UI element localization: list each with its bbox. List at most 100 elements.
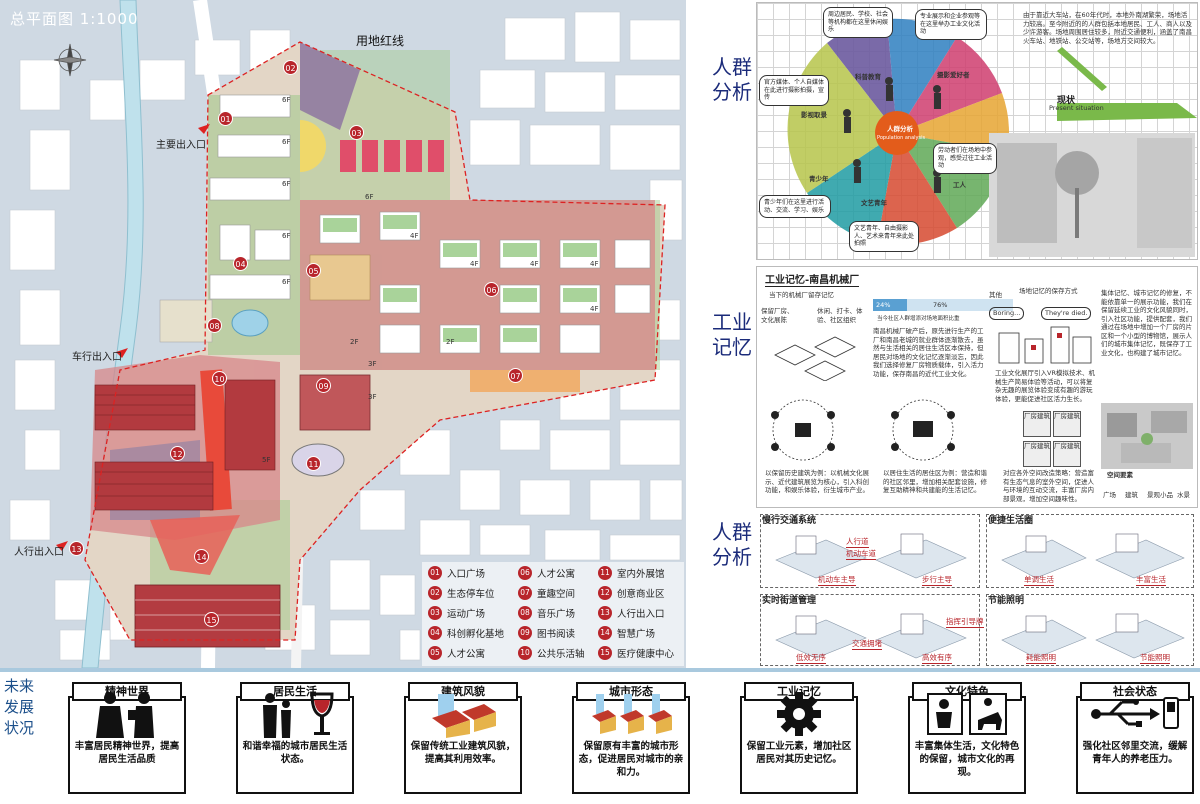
marker-14: 14 bbox=[194, 549, 209, 564]
aerial-render bbox=[1101, 403, 1193, 469]
crowd-label: 摄影爱好者 bbox=[937, 71, 970, 79]
future-card: 文化特色 丰富集体生活，文化特色的保留，城市文化的再现。 bbox=[908, 682, 1026, 794]
memory-para2: 工业文化展厅引入VR模拟技术、机械生产简易体验等活动，可以将复杂无趣的展览体验变… bbox=[995, 369, 1095, 403]
guide-sign-label: 指挥引导牌 bbox=[946, 617, 984, 628]
legend-item: 建筑 bbox=[1125, 491, 1138, 499]
future-label: 未来发展状况 bbox=[4, 677, 35, 737]
slow-traffic-label-b: 步行主导 bbox=[922, 575, 952, 586]
pedestrian-entrance-label: 人行出入口 bbox=[14, 547, 64, 558]
marker-12: 12 bbox=[170, 446, 185, 461]
card-title: 精神世界 bbox=[72, 682, 182, 701]
memory-circle2-text: 以居住生活的居住区为例：营造和谐的社区邻里，增加相关配套设施，修复互助精神和共建… bbox=[883, 469, 987, 494]
lighting-label-a: 耗能照明 bbox=[1026, 653, 1056, 664]
memory-sub2: 场地记忆的保存方式 bbox=[1019, 287, 1078, 295]
marker-10: 10 bbox=[212, 371, 227, 386]
memory-para1: 南昌机械厂破产后，原先进行生产的工厂和南昌老城的就业群体逐渐散去，虽然与生活相关… bbox=[873, 327, 984, 378]
floor-tag: 4F bbox=[590, 260, 599, 268]
speech-bubble: Boring... bbox=[989, 307, 1025, 320]
floor-tag: 2F bbox=[350, 338, 359, 346]
floor-tag: 3F bbox=[368, 360, 377, 368]
motorway-label: 机动车道 bbox=[846, 549, 876, 560]
crowd-label: 文艺青年 bbox=[861, 199, 887, 207]
memory-circle1-text: 以保留历史建筑为例：以机械文化展示、近代建筑展览为核心，引入科创功能，和娱乐体验… bbox=[765, 469, 869, 494]
crowd-bubble: 周边居民、学校、社会等机构都在这里休闲娱乐 bbox=[823, 7, 893, 38]
memory-circle-diagrams bbox=[771, 399, 955, 461]
factory-sketch-icon bbox=[774, 336, 856, 381]
present-situation-text: 由于靠近大车站，在60年代时，本地外南湖繁荣，场地活力较高。至今附近的的人群包括… bbox=[1023, 11, 1192, 45]
marker-15: 15 bbox=[204, 612, 219, 627]
crowd-label: 青少年 bbox=[809, 175, 829, 183]
floor-tag: 4F bbox=[530, 260, 539, 268]
industrial-memory-panel: 工业记忆-南昌机械厂 当下的机械厂留存记忆 保留厂房、文化展陈 休闲、打卡、体验… bbox=[756, 266, 1198, 508]
card-title: 建筑风貌 bbox=[408, 682, 518, 701]
legend-item: 广场 bbox=[1103, 491, 1116, 499]
people-reading-icon bbox=[96, 692, 154, 738]
card-text: 丰富居民精神世界，提高居民生活品质 bbox=[74, 741, 180, 765]
redline-label: 用地红线 bbox=[356, 34, 405, 48]
card-text: 保留原有丰富的城市形态，促进居民对城市的亲和力。 bbox=[578, 741, 684, 778]
sidewalk-label: 人行道 bbox=[846, 537, 869, 548]
marker-02: 02 bbox=[283, 60, 298, 75]
floor-tag: 4F bbox=[470, 260, 479, 268]
floor-tag: 3F bbox=[368, 393, 377, 401]
speech-bubble: They're died. bbox=[1041, 307, 1092, 320]
crowd-analysis-panel: 周边居民、学校、社会等机构都在这里休闲娱乐 专业展示和企业参观等在这里举办工业文… bbox=[756, 2, 1198, 260]
present-situation-label: 现状 bbox=[1057, 96, 1076, 106]
street-mgmt-label-a: 低效无序 bbox=[796, 653, 826, 664]
future-card: 建筑风貌 保留传统工业建筑风貌，提高其利用效率。 bbox=[404, 682, 522, 794]
life-circle-title: 便捷生活圈 bbox=[988, 516, 1034, 526]
card-text: 和谐幸福的城市居民生活状态。 bbox=[242, 741, 348, 765]
traffic-panel: 慢行交通系统 便捷生活圈 实时街道管理 节能照明 机动车主导 步行主导 人行道 … bbox=[756, 510, 1196, 666]
legend-title: 空间要素 bbox=[1107, 471, 1133, 479]
building-icons bbox=[998, 326, 1092, 364]
present-situation-en: Present situation bbox=[1049, 104, 1104, 112]
memory-circle3-text: 对应各外空间改造策略：营造富有生态气息的室外空间，促进人与环境的互动交流，丰富厂… bbox=[1003, 469, 1094, 503]
future-card: 精神世界 丰富居民精神世界，提高居民生活品质 bbox=[68, 682, 186, 794]
main-entrance-label: 主要出入口 bbox=[156, 140, 206, 151]
culture-icon bbox=[927, 693, 1007, 735]
factory-row-icon bbox=[592, 694, 672, 734]
life-circle-label-a: 单调生活 bbox=[1024, 575, 1054, 586]
future-card: 社会状态 强化社区邻里交流，缓解青年人的养老压力。 bbox=[1076, 682, 1194, 794]
marker-06: 06 bbox=[484, 282, 499, 297]
memory-title: 工业记忆-南昌机械厂 bbox=[765, 271, 860, 287]
crowd-label: 科普教育 bbox=[855, 73, 881, 81]
floor-tag: 5F bbox=[262, 456, 271, 464]
floor-tag: 6F bbox=[282, 96, 291, 104]
marker-09: 09 bbox=[316, 378, 331, 393]
bar-caption: 当今社区人群增添对场地面积比重 bbox=[877, 316, 960, 322]
card-text: 保留工业元素，增加社区居民对其历史记忆。 bbox=[746, 741, 852, 765]
legend-item: 水景 bbox=[1177, 491, 1190, 499]
slow-traffic-title: 慢行交通系统 bbox=[762, 516, 817, 526]
floor-tag: 6F bbox=[282, 278, 291, 286]
future-card: 工业记忆 保留工业元素，增加社区居民对其历史记忆。 bbox=[740, 682, 858, 794]
marker-11: 11 bbox=[306, 456, 321, 471]
marker-08: 08 bbox=[207, 318, 222, 333]
life-circle-label-b: 丰富生活 bbox=[1136, 575, 1166, 586]
usb-phone-icon bbox=[1091, 697, 1179, 729]
card-text: 强化社区邻里交流，缓解青年人的养老压力。 bbox=[1082, 741, 1188, 765]
card-text: 丰富集体生活，文化特色的保留，城市文化的再现。 bbox=[914, 741, 1020, 778]
memory-tag: 保留厂房、文化展陈 bbox=[761, 307, 794, 324]
slow-traffic-label-a: 机动车主导 bbox=[818, 575, 856, 586]
crowd-center-label: 人群分析 bbox=[887, 125, 913, 133]
street-mgmt-label-b: 高效有序 bbox=[922, 653, 952, 664]
factory-icon bbox=[432, 694, 496, 738]
crowd-bubble: 官方媒体、个人自媒体在此进行摄影拍摄，宣传 bbox=[759, 75, 829, 106]
crowd-label: 影视取景 bbox=[801, 111, 827, 119]
floor-tag: 6F bbox=[282, 232, 291, 240]
floor-tag: 6F bbox=[282, 180, 291, 188]
iso-street-drawings bbox=[775, 533, 1185, 659]
future-card: 居民生活 和谐幸福的城市居民生活状态。 bbox=[236, 682, 354, 794]
